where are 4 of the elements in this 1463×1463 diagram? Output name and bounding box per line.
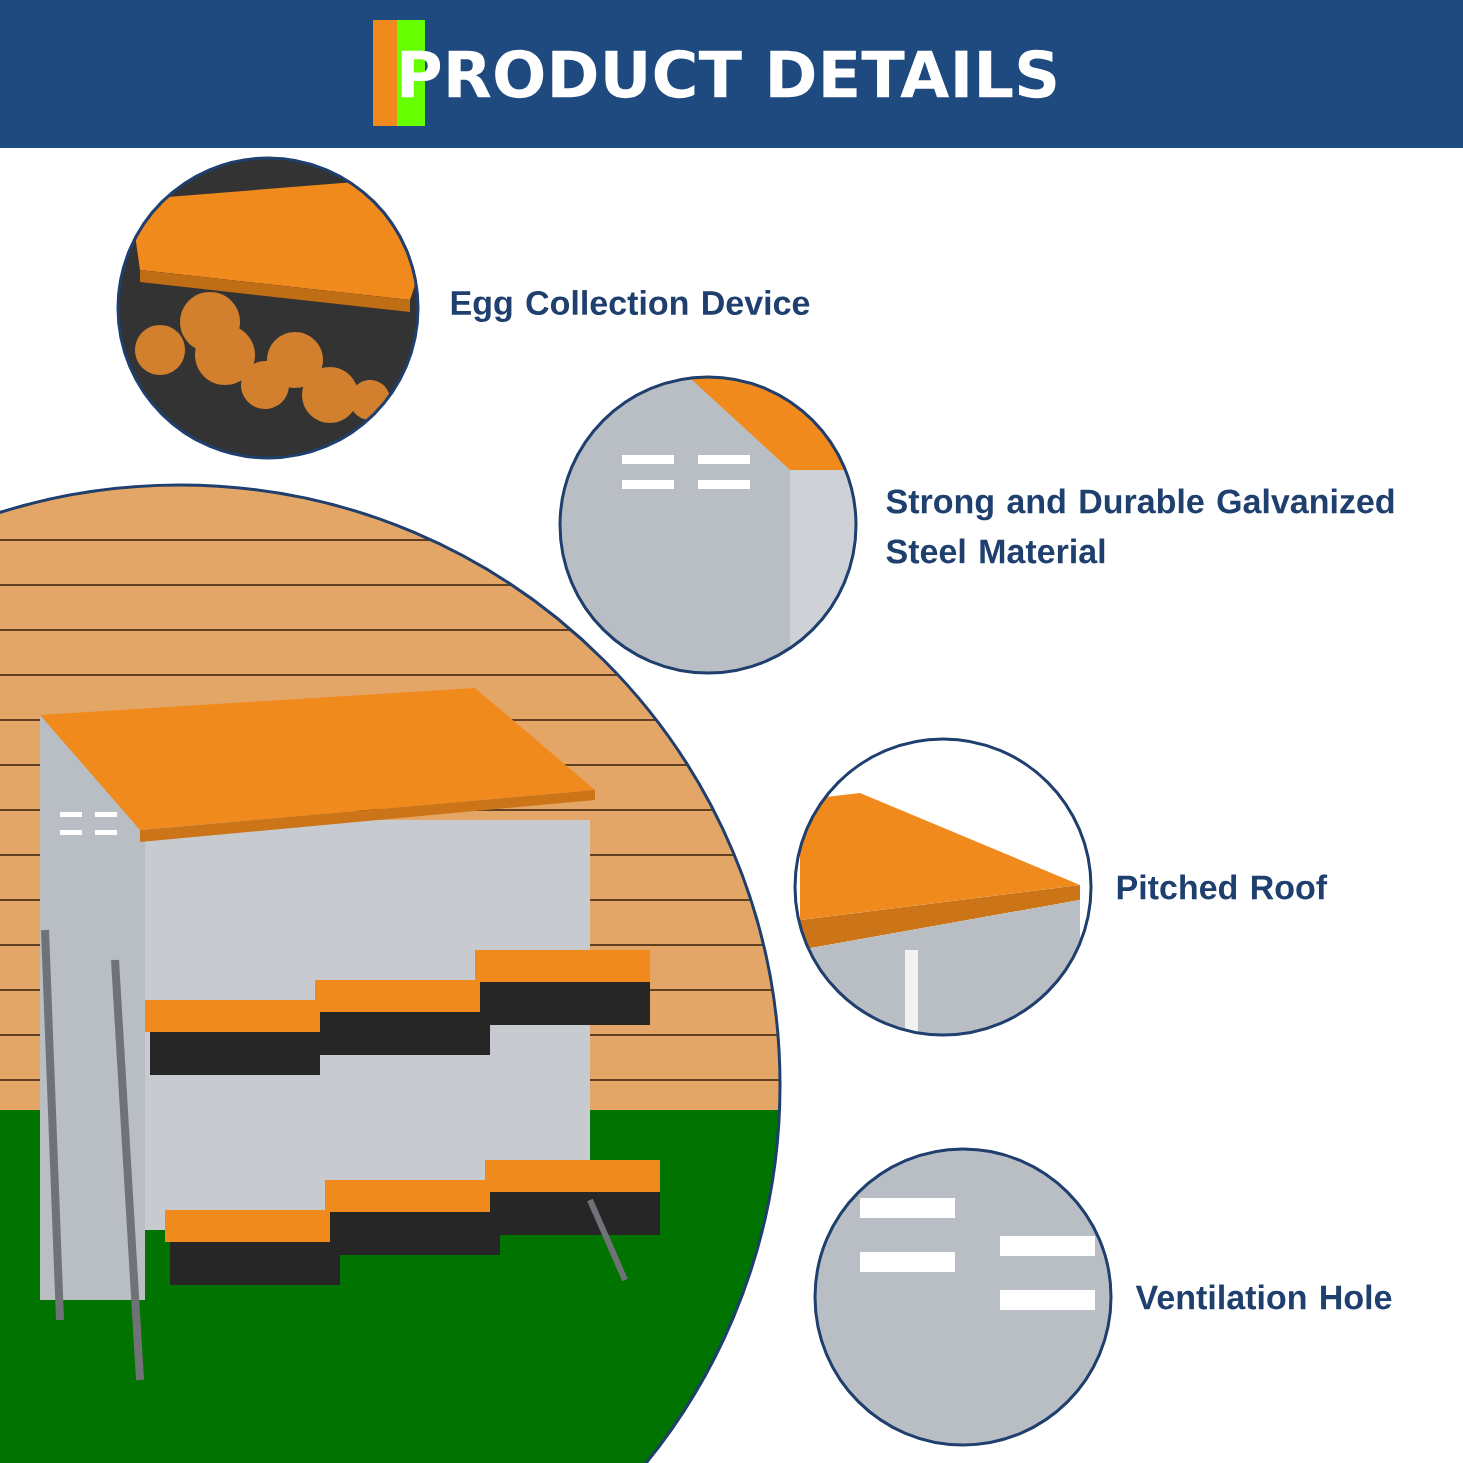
feature-label: Ventilation Hole (1135, 1284, 1392, 1310)
feature-label: Egg Collection Device (451, 290, 810, 322)
feature-label: Strong and Durable Galvanized Steel Material (886, 488, 1394, 564)
feature-label: Pitched Roof (1117, 874, 1328, 900)
